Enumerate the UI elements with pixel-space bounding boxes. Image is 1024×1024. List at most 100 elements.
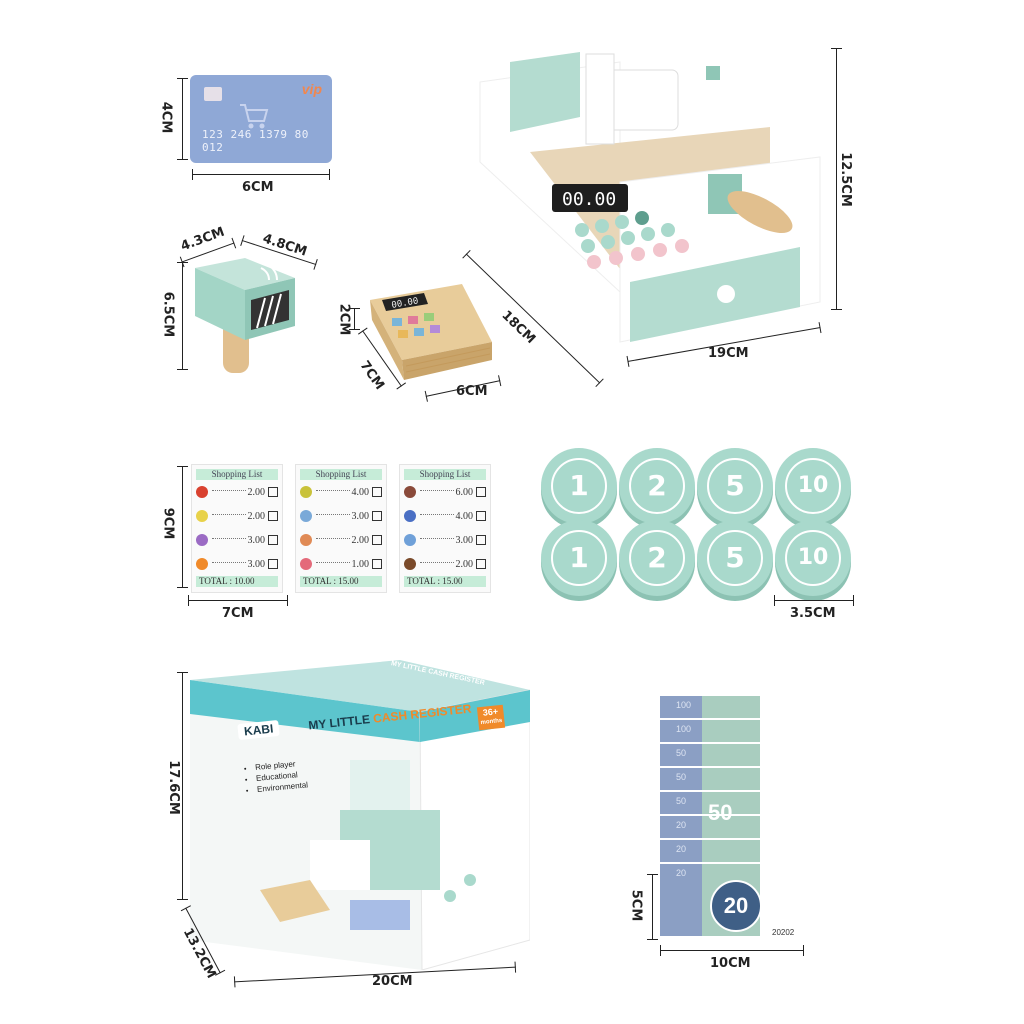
card-width-label: 6CM	[242, 180, 274, 195]
bill-denomination: 50	[676, 748, 687, 758]
reader-height-label: 2CM	[336, 303, 352, 336]
shopping-list-card: Shopping List 4.00 3.00 2.00 1.00 TOTAL …	[295, 464, 387, 593]
bill-width-label: 10CM	[710, 956, 751, 971]
box-width-label: 20CM	[372, 974, 413, 989]
coin-value: 2	[629, 530, 685, 586]
play-bill: 20	[660, 816, 804, 839]
coin-value: 1	[551, 458, 607, 514]
play-bill: 50	[660, 744, 804, 767]
coin: 1	[541, 448, 617, 524]
checkbox-icon	[268, 535, 278, 545]
bill-serial: 20202	[772, 928, 795, 937]
grocery-item-icon	[404, 486, 416, 498]
bill-denomination: 100	[676, 700, 692, 710]
box-height-label: 17.6CM	[165, 760, 181, 815]
reader-display: 00.00	[391, 296, 419, 311]
list-item-price: 3.00	[351, 510, 370, 522]
bill-width-line	[660, 945, 804, 956]
list-item: 3.00	[296, 504, 386, 528]
shopping-list-title: Shopping List	[196, 469, 278, 480]
checkbox-icon	[372, 511, 382, 521]
list-item: 2.00	[296, 528, 386, 552]
grocery-item-icon	[404, 510, 416, 522]
grocery-item-icon	[404, 558, 416, 570]
box-feature-list: Role player Educational Environmental	[247, 757, 309, 795]
list-item-price: 2.00	[247, 510, 266, 522]
list-item-price: 3.00	[455, 534, 474, 546]
checkbox-icon	[372, 535, 382, 545]
list-width-line	[188, 595, 288, 606]
cash-register: 00.00	[479, 52, 821, 343]
shopping-list-title: Shopping List	[300, 469, 382, 480]
coin-value: 5	[707, 458, 763, 514]
shopping-list-card: Shopping List 2.00 2.00 3.00 3.00 TOTAL …	[191, 464, 283, 593]
bill-denomination: 50	[676, 796, 687, 806]
list-item: 3.00	[192, 528, 282, 552]
grocery-item-icon	[300, 558, 312, 570]
coin-value: 10	[785, 530, 841, 586]
list-item-price: 1.00	[351, 558, 370, 570]
list-item: 2.00	[192, 504, 282, 528]
list-total: TOTAL : 10.00	[196, 576, 278, 587]
grocery-item-icon	[196, 558, 208, 570]
checkbox-icon	[476, 535, 486, 545]
coin-diameter-line	[774, 595, 854, 606]
list-item: 3.00	[192, 552, 282, 576]
grocery-item-icon	[196, 534, 208, 546]
coin: 1	[541, 520, 617, 596]
list-item-price: 4.00	[455, 510, 474, 522]
checkbox-icon	[476, 487, 486, 497]
bill-denomination: 20	[676, 844, 687, 854]
list-height-line	[177, 466, 188, 588]
coin: 5	[697, 448, 773, 524]
grocery-item-icon	[300, 534, 312, 546]
bill-denomination: 20	[676, 868, 687, 878]
box-height-line	[177, 672, 188, 900]
list-width-label: 7CM	[222, 606, 254, 621]
list-item: 4.00	[296, 480, 386, 504]
list-item: 2.00	[192, 480, 282, 504]
grocery-item-icon	[300, 510, 312, 522]
play-bill: 100	[660, 720, 804, 743]
card-number: 123 246 1379 80 012	[202, 128, 309, 154]
list-item: 2.00	[400, 552, 490, 576]
bill-denomination: 50	[676, 772, 687, 782]
checkbox-icon	[268, 487, 278, 497]
card-height-label: 4CM	[158, 101, 174, 134]
grocery-item-icon	[196, 486, 208, 498]
bill-denomination: 100	[676, 724, 692, 734]
list-item: 4.00	[400, 504, 490, 528]
coin-value: 5	[707, 530, 763, 586]
list-item-price: 2.00	[351, 534, 370, 546]
play-bill: 50	[660, 792, 804, 815]
card-reader: 00.00	[370, 284, 492, 380]
register-height-label: 12.5CM	[837, 152, 853, 207]
play-bill: 20	[660, 840, 804, 863]
bill-20-value: 20	[710, 880, 762, 932]
reader-height-line	[349, 308, 360, 330]
shopping-list-title: Shopping List	[404, 469, 486, 480]
play-bill: 50	[660, 768, 804, 791]
checkbox-icon	[372, 559, 382, 569]
coin: 2	[619, 448, 695, 524]
card-height-line	[177, 78, 188, 160]
credit-card: vip 123 246 1379 80 012	[190, 75, 332, 163]
reader-width-label: 6CM	[456, 384, 488, 399]
list-item-price: 3.00	[247, 558, 266, 570]
checkbox-icon	[476, 559, 486, 569]
register-height-line	[831, 48, 842, 310]
coin: 10	[775, 448, 851, 524]
list-item-price: 3.00	[247, 534, 266, 546]
card-width-line	[192, 169, 330, 180]
coin-value: 2	[629, 458, 685, 514]
play-bill: 100	[660, 696, 804, 719]
checkbox-icon	[476, 511, 486, 521]
list-item-price: 2.00	[455, 558, 474, 570]
list-item: 3.00	[400, 528, 490, 552]
grocery-item-icon	[196, 510, 208, 522]
coin-diameter-label: 3.5CM	[790, 606, 836, 621]
coin-value: 1	[551, 530, 607, 586]
product-box: KABI MY LITTLE CASH REGISTER 36+months M…	[190, 660, 530, 970]
coin: 5	[697, 520, 773, 596]
checkbox-icon	[268, 511, 278, 521]
